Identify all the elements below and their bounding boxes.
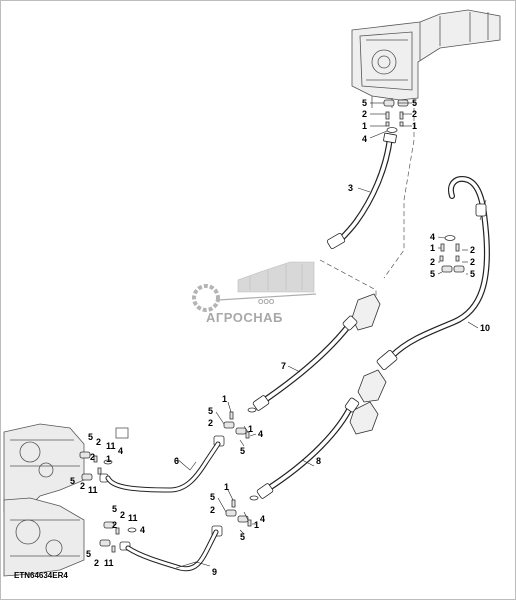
callout-5: 5 [470,269,475,279]
callout-4: 4 [430,232,435,242]
callout-2: 2 [470,257,475,267]
callout-2: 2 [362,109,367,119]
hose-10 [376,176,490,370]
callout-2: 2 [470,245,475,255]
callout-labels: 5 5 2 2 1 1 4 3 4 1 2 2 2 5 5 10 7 8 1 5… [70,98,490,577]
hose-6 [105,441,221,493]
callout-4: 4 [118,446,123,456]
left-fitting-cluster-upper [79,451,113,483]
callout-5: 5 [112,504,117,514]
callout-5: 5 [88,432,93,442]
right-fitting-cluster [439,235,465,273]
callout-2: 2 [430,257,435,267]
callout-8: 8 [316,456,321,466]
hose-3 [326,132,397,249]
callout-1: 1 [254,520,259,530]
callout-10: 10 [480,323,490,333]
callout-5: 5 [362,98,367,108]
callout-2: 2 [120,510,125,520]
callout-1: 1 [224,482,229,492]
watermark: ООО АГРОСНАБ [192,261,317,325]
callout-5: 5 [412,98,417,108]
callout-2: 2 [96,437,101,447]
callout-1: 1 [430,243,435,253]
top-fitting-cluster [383,99,409,133]
callout-5: 5 [210,492,215,502]
manifold-blocks [349,293,387,435]
hose-9 [125,529,219,572]
callout-5: 5 [86,549,91,559]
callout-4: 4 [140,525,145,535]
callout-2: 2 [90,452,95,462]
callout-3: 3 [348,183,353,193]
callout-2: 2 [210,505,215,515]
callout-11: 11 [106,441,116,451]
callout-1: 1 [106,454,111,464]
callout-2: 2 [94,558,99,568]
callout-5: 5 [240,446,245,456]
callout-1: 1 [412,121,417,131]
callout-2: 2 [208,418,213,428]
pump-unit-top [351,9,501,108]
callout-5: 5 [208,406,213,416]
callout-6: 6 [174,456,179,466]
callout-7: 7 [281,361,286,371]
callout-4: 4 [260,514,265,524]
callout-1: 1 [362,121,367,131]
callout-2: 2 [80,481,85,491]
callout-2: 2 [112,520,117,530]
watermark-brand: АГРОСНАБ [206,310,283,325]
hose-8 [256,397,360,499]
figure-code: ETN64634ER4 [14,571,68,580]
callout-5: 5 [240,532,245,542]
watermark-prefix: ООО [258,299,275,306]
callout-4: 4 [258,429,263,439]
leader-lines [175,102,479,569]
callout-11: 11 [128,513,138,523]
callout-9: 9 [212,567,217,577]
low-fitting-cluster [211,495,259,537]
callout-11: 11 [88,485,98,495]
callout-11: 11 [104,558,114,568]
hose-7 [252,315,358,411]
callout-1: 1 [222,394,227,404]
pump-unit-left [3,423,129,577]
callout-5: 5 [430,269,435,279]
callout-1: 1 [248,424,253,434]
callout-2: 2 [412,109,417,119]
callout-5: 5 [70,476,75,486]
callout-4: 4 [362,134,367,144]
